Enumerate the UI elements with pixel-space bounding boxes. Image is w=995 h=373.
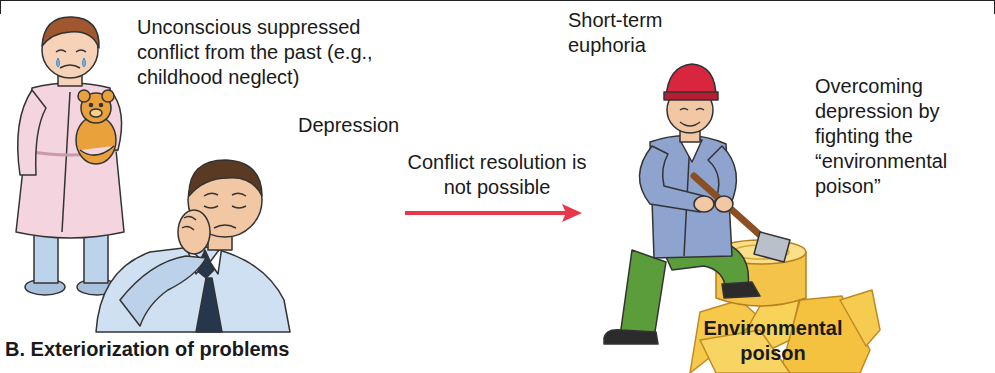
axe-man	[722, 282, 760, 298]
child-figure	[100, 104, 103, 107]
wood-pile	[840, 290, 880, 346]
child-figure	[80, 146, 114, 155]
red-arrow	[405, 204, 582, 222]
depressed-man	[182, 216, 196, 230]
panel-heading: B. Exteriorization of problems	[5, 337, 289, 362]
pile-label: Environmental poison	[693, 316, 853, 366]
axe-man	[715, 196, 733, 212]
frame-line	[994, 0, 995, 14]
depressed-man	[120, 256, 206, 326]
child-figure	[16, 83, 124, 238]
child-figure	[90, 104, 93, 107]
coping-note: Overcoming depression by fighting the “e…	[815, 74, 970, 199]
depressed-man	[214, 225, 236, 228]
child-figure	[90, 109, 102, 117]
child-figure	[56, 50, 86, 52]
child-figure	[57, 58, 60, 67]
red-arrow	[562, 204, 582, 222]
child-figure	[78, 90, 90, 102]
depressed-man	[204, 193, 246, 196]
axe-man	[680, 122, 700, 126]
arrow-label: Conflict resolution is not possible	[402, 150, 592, 200]
axe-man	[680, 140, 702, 162]
child-figure	[102, 90, 114, 102]
frame-line	[0, 0, 995, 1]
depressed-man	[196, 278, 222, 332]
frame-line	[0, 0, 1, 14]
axe-man	[604, 330, 658, 344]
axe-man	[680, 109, 704, 111]
child-figure	[18, 90, 46, 175]
child-figure	[62, 92, 70, 232]
depressed-man	[189, 160, 262, 196]
depressed-man	[96, 246, 290, 332]
axe-man	[604, 64, 790, 344]
frame-line	[0, 0, 995, 14]
depressed-man	[204, 206, 246, 208]
child-figure	[60, 65, 80, 68]
child-figure	[83, 58, 86, 67]
depressed-man	[178, 210, 210, 254]
state-label: Depression	[298, 113, 428, 138]
axe-man	[664, 92, 718, 100]
axe-man	[694, 176, 770, 244]
conflict-note: Unconscious suppressed conflict from the…	[137, 15, 387, 90]
state-label: Short-term euphoria	[568, 8, 688, 58]
child-figure	[42, 17, 99, 48]
axe-man	[620, 250, 666, 338]
depressed-man	[96, 160, 290, 332]
axe-man	[754, 232, 790, 262]
red-arrow	[405, 211, 566, 215]
axe-man	[694, 196, 714, 212]
child-figure	[16, 17, 124, 295]
